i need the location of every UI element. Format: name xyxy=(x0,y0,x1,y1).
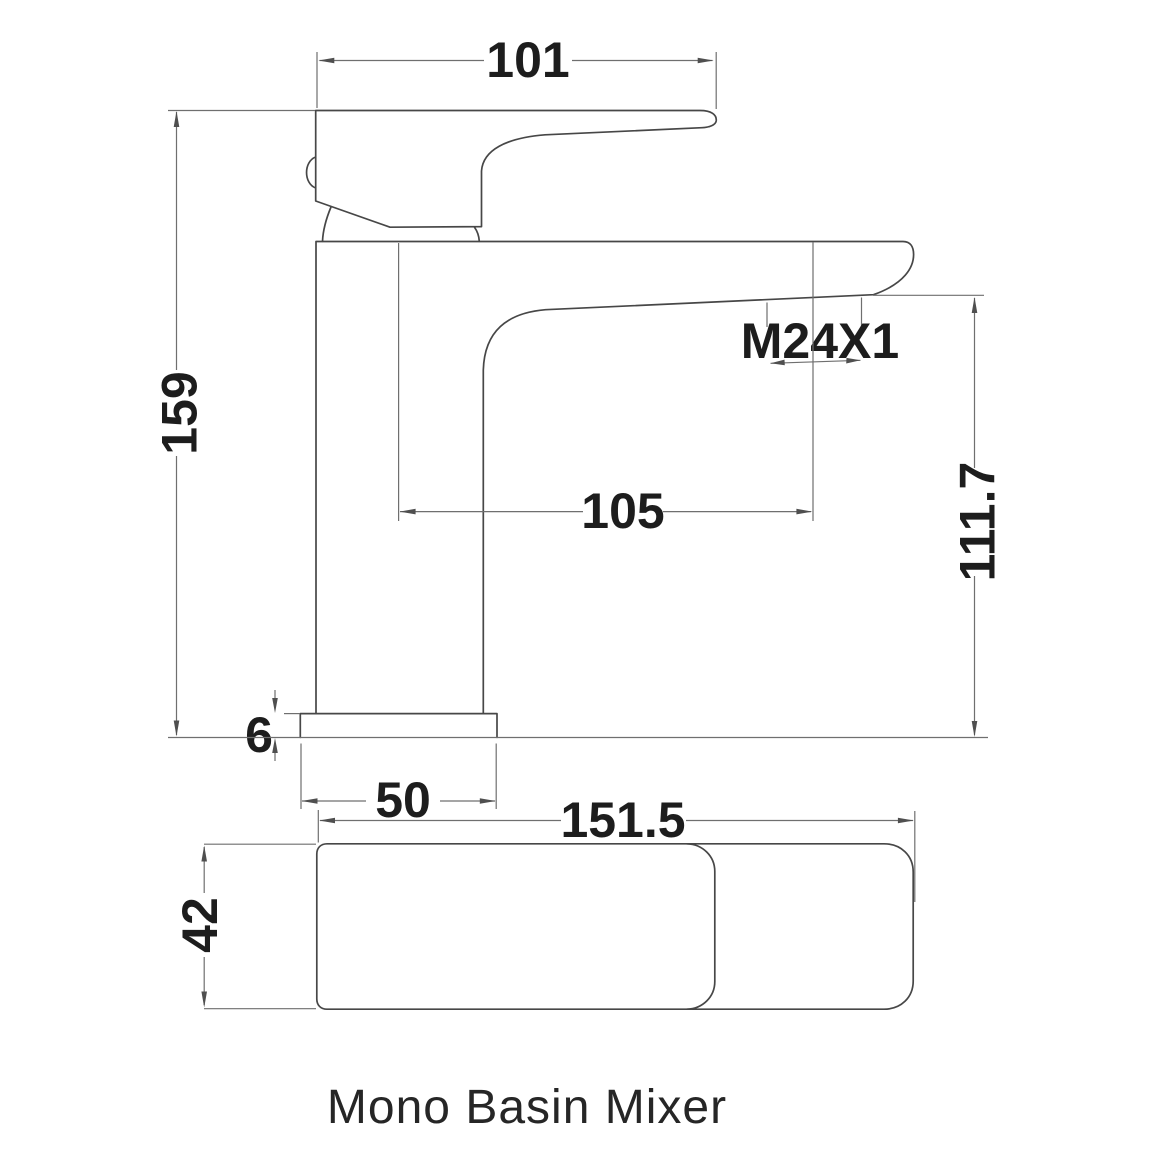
dim-151-arrow-right xyxy=(897,817,914,824)
spout-reach-label: 105 xyxy=(581,483,664,539)
dimension-105: 105 xyxy=(398,242,814,539)
dim-159-arrow-bottom xyxy=(173,720,180,737)
dimension-m24x1: M24X1 xyxy=(741,297,899,369)
body-spout-outline xyxy=(315,240,915,715)
overall-projection-label: 151.5 xyxy=(560,792,685,848)
body-depth-label: 42 xyxy=(172,897,228,953)
dim-101-extension-lines xyxy=(316,52,717,109)
dimension-101: 101 xyxy=(316,32,717,109)
dim-6-arrow-top xyxy=(272,698,278,713)
collar-right-edge xyxy=(473,226,481,243)
dim-105-arrow-left xyxy=(399,508,416,515)
dim-151-arrow-left xyxy=(319,817,335,824)
plan-view xyxy=(315,842,915,1011)
dim-m24-arrow-right xyxy=(846,357,861,364)
dim-m24-arrow-left xyxy=(770,359,785,366)
drawing-caption: Mono Basin Mixer xyxy=(327,1081,727,1134)
dim-m24-ticks xyxy=(766,297,863,327)
plan-outer-footprint xyxy=(315,842,915,1011)
handle-length-label: 101 xyxy=(486,32,569,88)
dim-105-arrow-right xyxy=(796,508,813,515)
handle-pivot-arc xyxy=(305,156,317,189)
side-view xyxy=(299,109,915,739)
handle-outline xyxy=(314,109,718,229)
dim-159-arrow-top xyxy=(173,111,180,127)
collar-left-edge xyxy=(321,206,332,243)
dim-111-arrow-top xyxy=(971,297,978,313)
dim-101-arrow-left xyxy=(318,57,335,64)
dimension-50: 50 xyxy=(300,743,497,828)
dim-111-arrow-bottom xyxy=(971,721,978,737)
dim-42-reference-lines xyxy=(204,843,316,1010)
dim-50-arrow-right xyxy=(479,798,496,804)
dimension-111-7: 111.7 xyxy=(873,294,1006,737)
dim-42-arrow-bottom xyxy=(201,991,207,1008)
base-width-label: 50 xyxy=(375,772,431,828)
dim-6-arrow-bottom xyxy=(272,738,278,753)
dim-101-arrow-right xyxy=(697,57,714,64)
dimension-159: 159 xyxy=(152,109,315,737)
dimension-6: 6 xyxy=(245,690,300,763)
plan-handle-footprint xyxy=(686,842,716,1011)
dimension-151-5: 151.5 xyxy=(317,792,916,902)
overall-height-label: 159 xyxy=(152,371,208,454)
dim-50-arrow-left xyxy=(301,798,318,804)
dim-50-extension-lines xyxy=(300,743,497,809)
dim-42-arrow-top xyxy=(201,845,207,862)
dim-m24-line xyxy=(770,359,861,364)
spout-outlet-height-label: 111.7 xyxy=(950,462,1006,582)
base-plate xyxy=(299,712,498,739)
spout-thread-label: M24X1 xyxy=(741,313,899,369)
dim-151-extension-lines xyxy=(317,810,916,902)
dim-105-extension-lines xyxy=(398,242,814,521)
base-thickness-label: 6 xyxy=(245,707,273,763)
dimension-42: 42 xyxy=(172,843,316,1010)
